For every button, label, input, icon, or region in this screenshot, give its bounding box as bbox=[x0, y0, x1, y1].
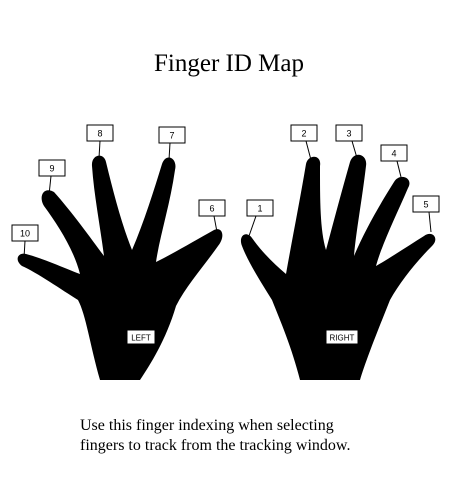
instructions-line-1: Use this finger indexing when selecting bbox=[80, 417, 334, 434]
right-hand-silhouette bbox=[240, 154, 436, 380]
left-hand bbox=[17, 155, 223, 380]
finger-marker-5: 5 bbox=[412, 195, 440, 233]
finger-marker-2: 2 bbox=[290, 124, 318, 161]
finger-id-1: 1 bbox=[257, 204, 262, 214]
finger-id-2: 2 bbox=[301, 129, 306, 139]
finger-id-8: 8 bbox=[97, 129, 102, 139]
finger-id-6: 6 bbox=[209, 204, 214, 214]
instructions-text: Use this finger indexing when selecting … bbox=[80, 416, 440, 456]
finger-id-9: 9 bbox=[49, 164, 54, 174]
finger-id-10: 10 bbox=[20, 229, 30, 239]
instructions-line-2: fingers to track from the tracking windo… bbox=[80, 437, 351, 454]
finger-marker-3: 3 bbox=[335, 124, 363, 159]
finger-marker-9: 9 bbox=[38, 159, 66, 196]
finger-marker-10: 10 bbox=[11, 224, 39, 259]
left-hand-label-box bbox=[126, 329, 156, 345]
finger-id-5: 5 bbox=[423, 200, 428, 210]
finger-marker-6: 6 bbox=[198, 199, 226, 233]
finger-marker-7: 7 bbox=[158, 126, 186, 161]
finger-marker-4: 4 bbox=[380, 144, 408, 178]
right-hand-label: RIGHT bbox=[330, 334, 355, 343]
page-title: Finger ID Map bbox=[154, 50, 304, 77]
left-hand-silhouette bbox=[17, 155, 223, 380]
finger-id-7: 7 bbox=[169, 131, 174, 141]
finger-id-3: 3 bbox=[346, 129, 351, 139]
right-hand-label-box bbox=[325, 329, 359, 345]
finger-id-4: 4 bbox=[391, 149, 396, 159]
finger-marker-1: 1 bbox=[246, 199, 274, 237]
finger-marker-8: 8 bbox=[86, 124, 114, 159]
left-hand-label: LEFT bbox=[131, 334, 151, 343]
right-hand bbox=[240, 154, 436, 380]
